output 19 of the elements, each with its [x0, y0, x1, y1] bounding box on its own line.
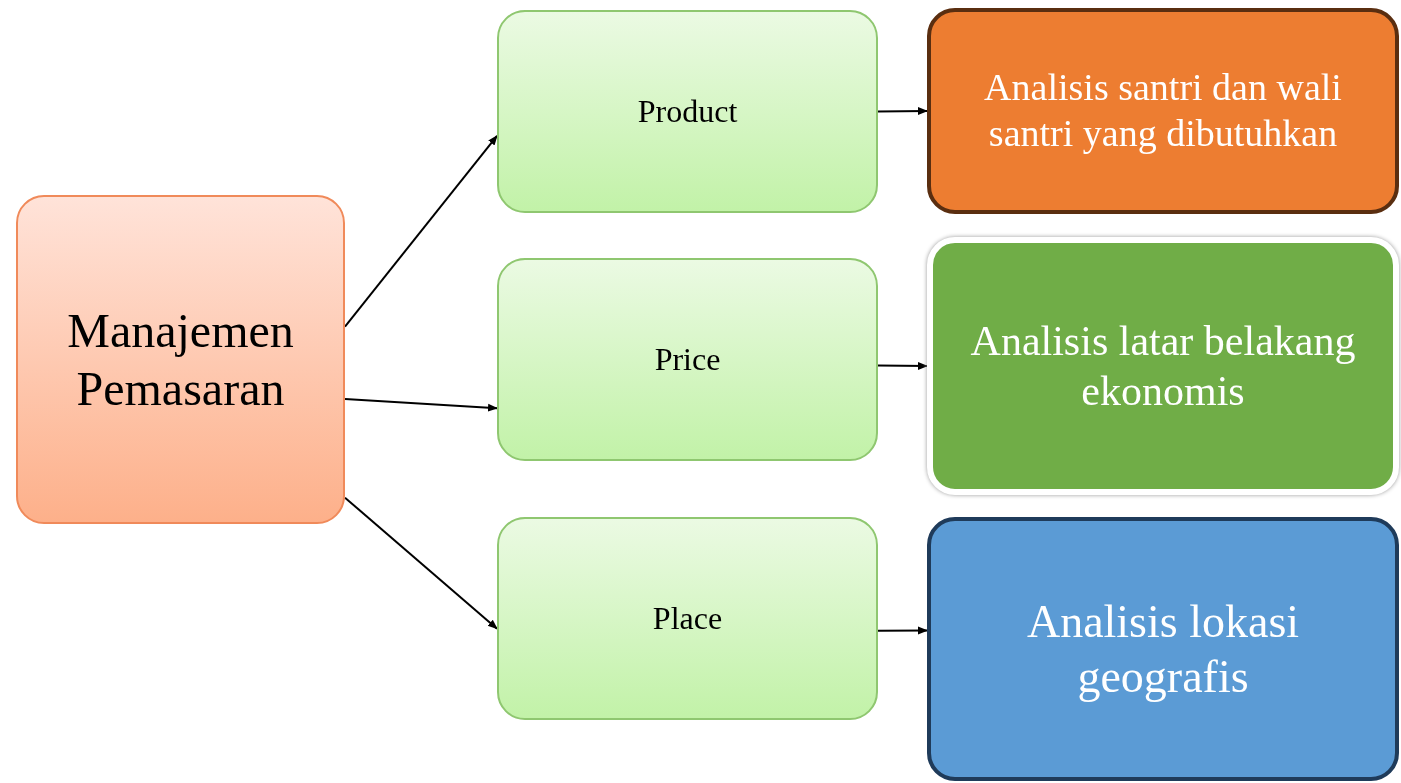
arrow: [877, 107, 928, 116]
arrow: [344, 134, 498, 328]
arrow: [877, 626, 928, 635]
box-label: Price: [654, 340, 721, 379]
box-label: Analisis lokasi geografis: [1025, 594, 1301, 704]
box-label: Manajemen Pemasaran: [66, 302, 295, 417]
arrow: [877, 361, 928, 370]
start-box: [16, 195, 345, 524]
result-box: [927, 517, 1399, 781]
result-box: [927, 8, 1399, 214]
process-box: [497, 258, 878, 461]
box-label: Analisis latar belakang ekonomis: [969, 316, 1357, 416]
process-box: [497, 517, 878, 720]
process-box: [497, 10, 878, 213]
box-label: Analisis santri dan wali santri yang dibutuhkan: [983, 65, 1343, 156]
arrow: [344, 496, 498, 630]
box-label: Place: [652, 599, 723, 638]
arrow: [344, 398, 498, 412]
box-label: Product: [637, 92, 738, 131]
